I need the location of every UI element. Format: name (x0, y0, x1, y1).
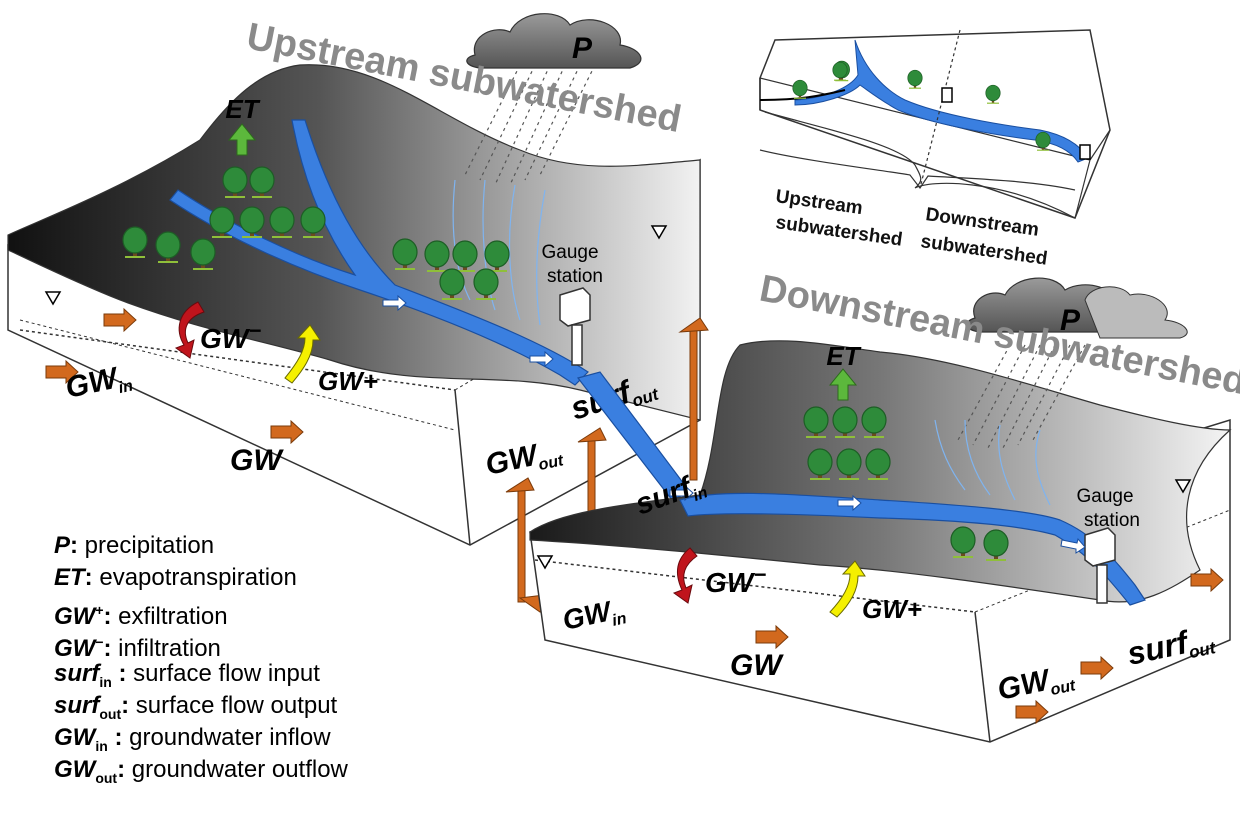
svg-text:Gauge: Gauge (1076, 486, 1133, 507)
svg-text:Gauge: Gauge (541, 242, 598, 263)
downstream-rain (957, 344, 1086, 449)
downstream-gauge-station: Gauge station (1076, 486, 1140, 604)
upstream-et-label: ET (225, 94, 260, 124)
legend-item-precipitation: P: precipitation (54, 532, 215, 559)
upstream-gw-plus-arrow (284, 324, 321, 384)
downstream-et-label: ET (826, 341, 861, 371)
upstream-gw-label: GW (230, 444, 284, 477)
legend-item-infiltration: GW−: infiltration (54, 634, 221, 662)
upstream-block: P Upstream subwatershed ET Gauge station (7, 13, 701, 546)
upstream-precip-label: P (572, 32, 593, 65)
upstream-gauge-station: Gauge station (541, 242, 603, 366)
downstream-cloud: P (966, 277, 1188, 339)
downstream-gw-minus-label: GW− (705, 562, 766, 598)
downstream-et-arrow (828, 368, 858, 401)
legend-item-groundwater-inflow: GWin : groundwater inflow (54, 724, 331, 754)
svg-text:station: station (1084, 510, 1140, 531)
downstream-gw-plus-arrow (829, 560, 866, 618)
downstream-gw-plus-label: GW+ (862, 594, 922, 624)
inset-map: Upstream subwatershed Downstream subwate… (759, 29, 1111, 270)
legend-item-surface-flow-output: surfout: surface flow output (54, 692, 338, 722)
downstream-gw-minus-arrow (672, 547, 698, 604)
legend-item-surface-flow-input: surfin : surface flow input (54, 660, 320, 690)
upstream-gw-plus-label: GW+ (318, 366, 378, 396)
legend-item-evapotranspiration: ET: evapotranspiration (54, 564, 297, 591)
legend-item-exfiltration: GW+: exfiltration (54, 602, 228, 630)
legend-item-groundwater-outflow: GWout: groundwater outflow (54, 756, 348, 786)
legend: P: precipitation ET: evapotranspiration … (54, 530, 494, 786)
upstream-gw-minus-arrow (174, 301, 205, 359)
svg-text:subwatershed: subwatershed (774, 212, 903, 251)
upstream-gw-minus-label: GW− (200, 318, 261, 354)
upstream-cloud: P (466, 13, 642, 69)
downstream-precip-label: P (1060, 304, 1081, 337)
upstream-rain (464, 64, 596, 186)
downstream-gw-label: GW (730, 649, 784, 682)
downstream-river[interactable] (679, 492, 1146, 606)
svg-text:station: station (547, 266, 603, 287)
inset-river (794, 39, 1089, 163)
upstream-et-arrow (227, 123, 257, 156)
